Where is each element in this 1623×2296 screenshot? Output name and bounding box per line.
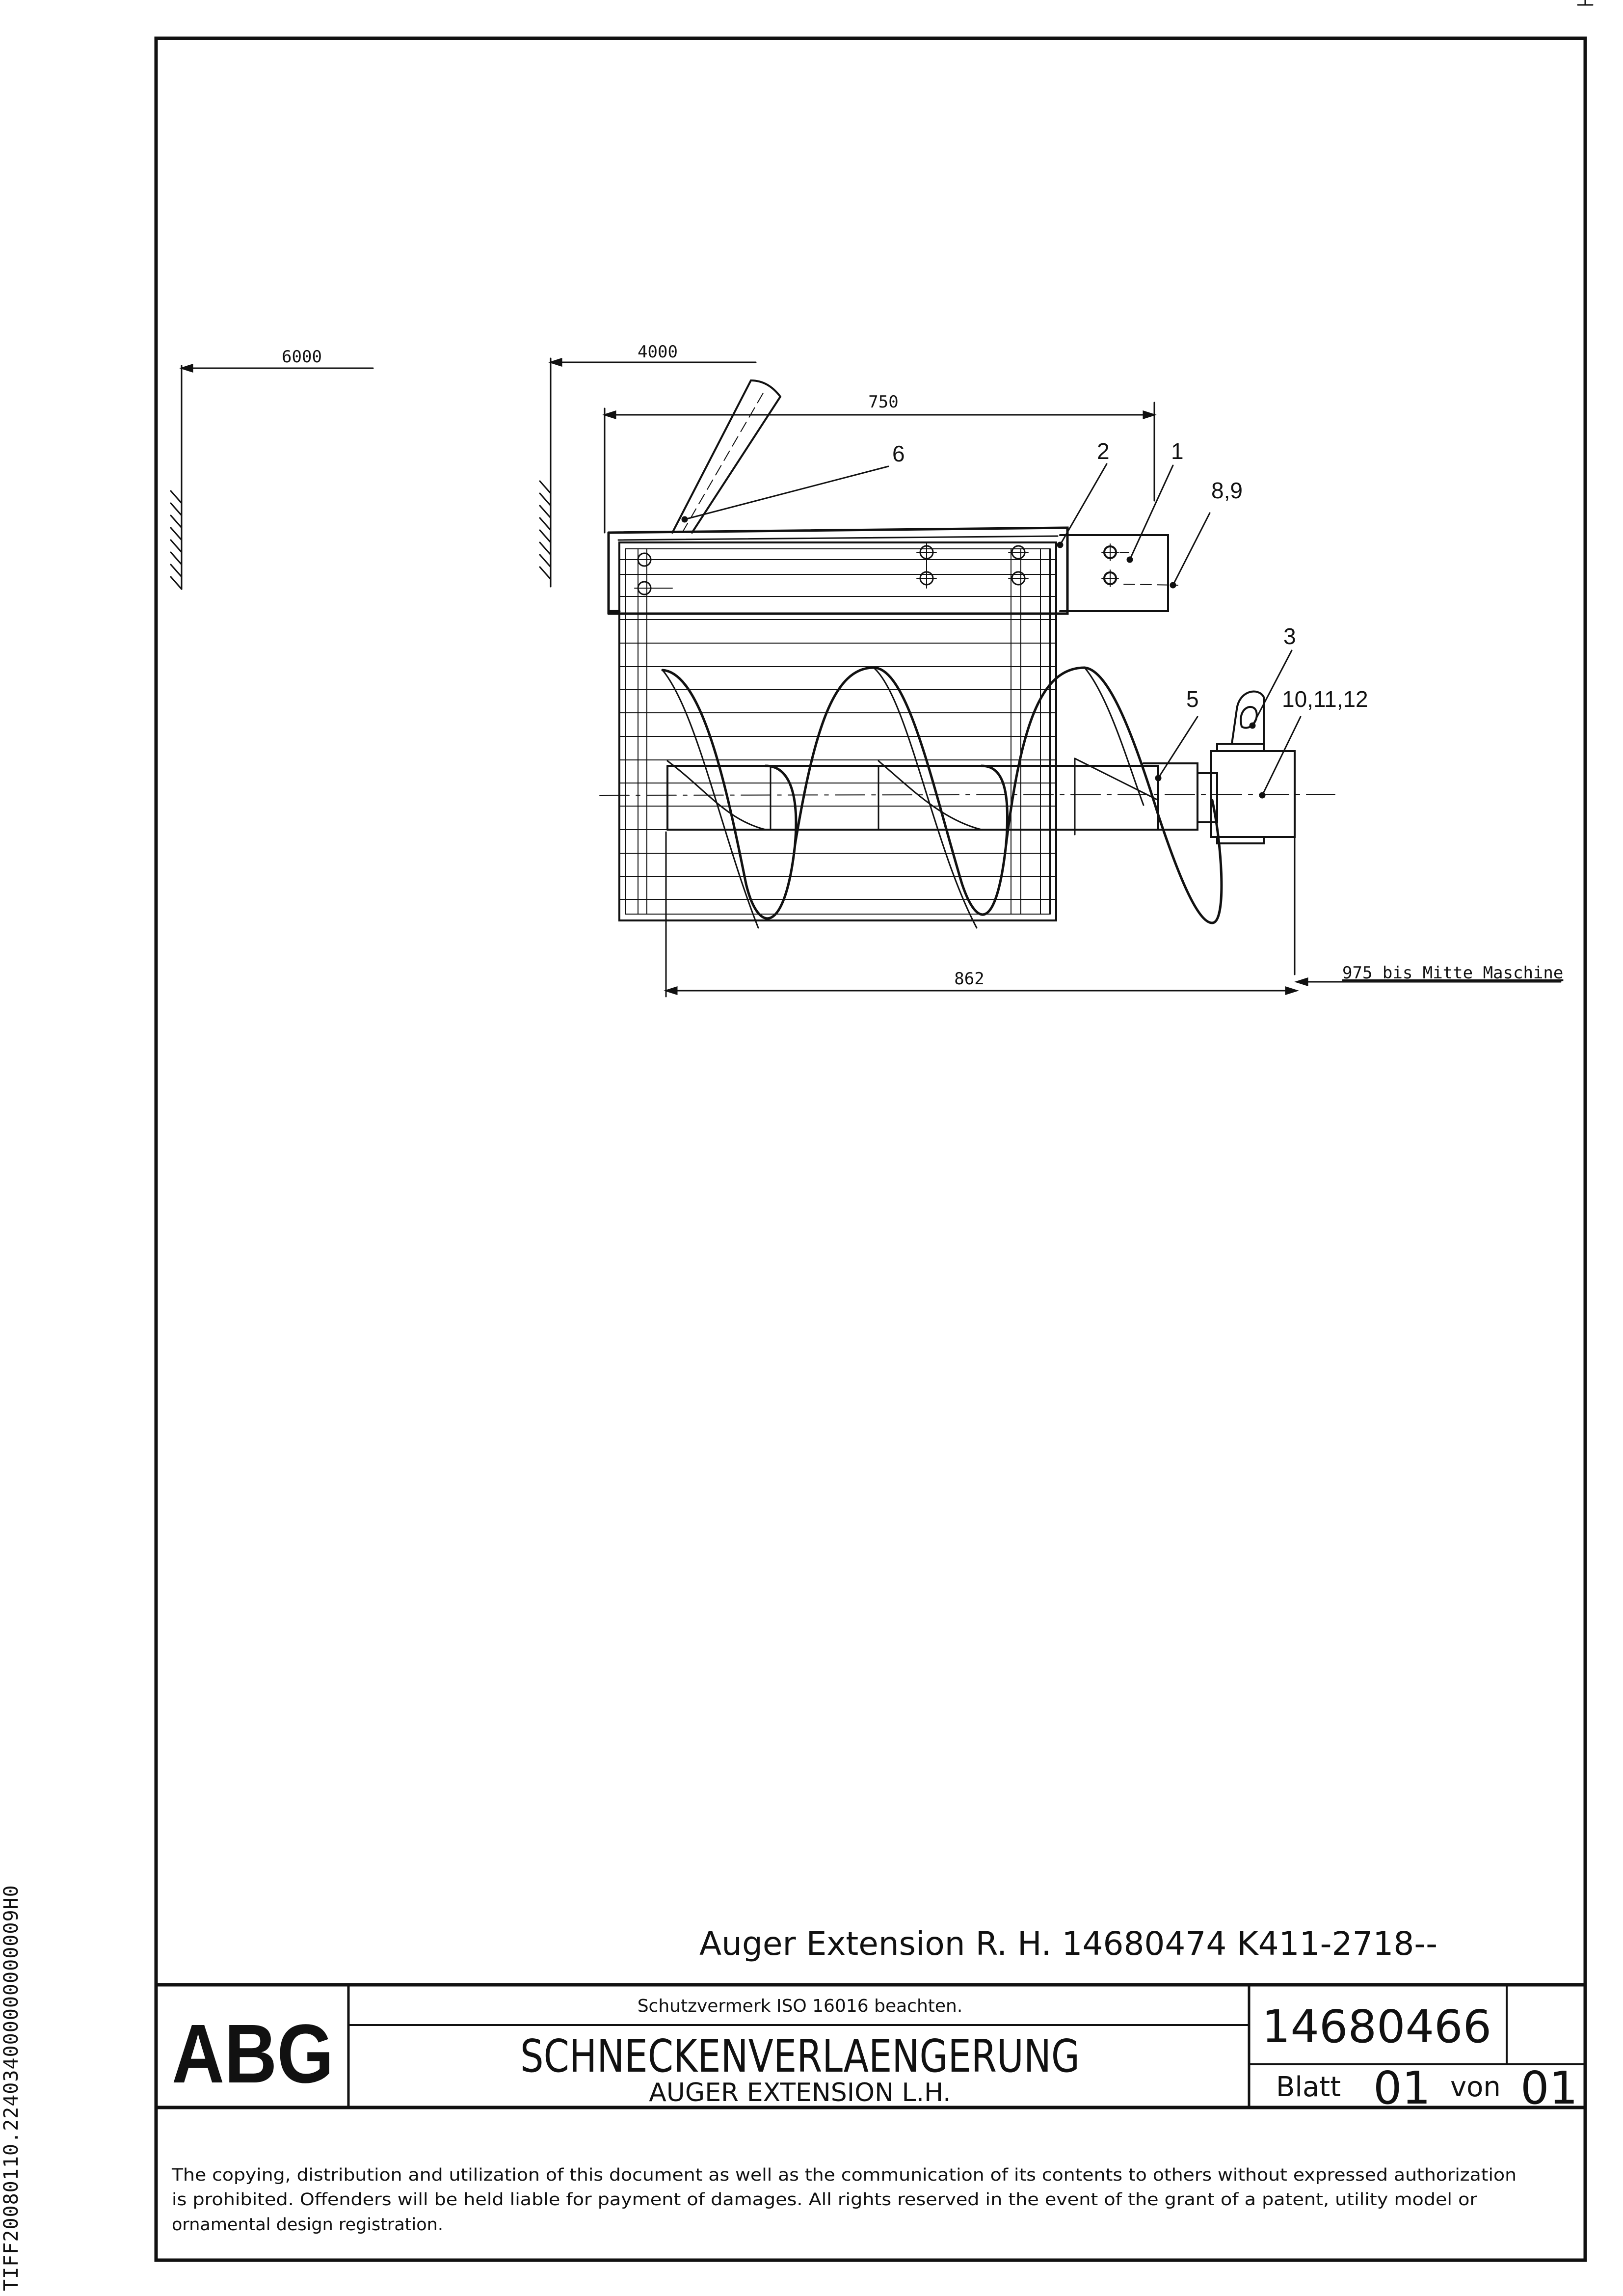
drawing-frame [154,36,1587,2262]
dimension-6000-label: 6000 [282,347,322,367]
leader-lines [681,463,1302,799]
of-label: von [1450,2071,1501,2103]
bearing-housing [1210,690,1296,975]
balloon-8-9: 8,9 [1211,478,1243,503]
dimension-862 [664,831,1562,998]
title-block [154,1983,1587,2109]
sheet-label: Blatt [1276,2071,1341,2103]
drawing-number: 14680466 [1262,2000,1491,2053]
box-bolts [634,542,1029,595]
protection-note: Schutzvermerk ISO 16016 beachten. [638,1996,963,2016]
dimension-750 [602,402,1157,534]
sheet-number: 01 [1373,2062,1431,2114]
dimension-750-label: 750 [868,392,898,412]
auger-shaft [666,757,1159,836]
archive-code: TIFF20080110.224034000000000009H0 [0,1885,23,2291]
dimension-4000-label: 4000 [638,342,678,362]
wall-hatch-middle [539,357,757,588]
grating-box [618,541,1057,921]
balloon-1: 1 [1171,438,1184,464]
copyright-line-1: The copying, distribution and utilizatio… [171,2165,1517,2185]
title-german: SCHNECKENVERLAENGERUNG [520,2030,1080,2082]
balloon-10-11-12: 10,11,12 [1282,686,1368,712]
auger-stub [1143,762,1218,831]
copyright-line-3: ornamental design registration. [172,2215,443,2235]
auger-flights [661,666,1223,929]
copyright-line-2: is prohibited. Offenders will be held li… [172,2190,1478,2210]
sheet-total: 01 [1520,2062,1578,2114]
support-tube [671,379,781,534]
wall-hatch-left [170,363,374,590]
auger-centerline [599,794,1335,796]
balloon-5: 5 [1186,686,1199,712]
top-plate [607,526,1069,615]
balloon-6: 6 [892,441,905,466]
reference-note: Auger Extension R. H. 14680474 K411-2718… [699,1925,1437,1963]
balloon-3: 3 [1283,623,1296,649]
dimension-862-label: 862 [954,969,984,989]
dimension-975-label: 975 bis Mitte Maschine [1342,963,1563,983]
mounting-bracket [1059,534,1178,612]
title-english: AUGER EXTENSION L.H. [649,2078,951,2107]
auger-drawing [170,357,1562,998]
balloon-2: 2 [1097,438,1110,464]
abg-logo: ABG [172,2007,334,2101]
